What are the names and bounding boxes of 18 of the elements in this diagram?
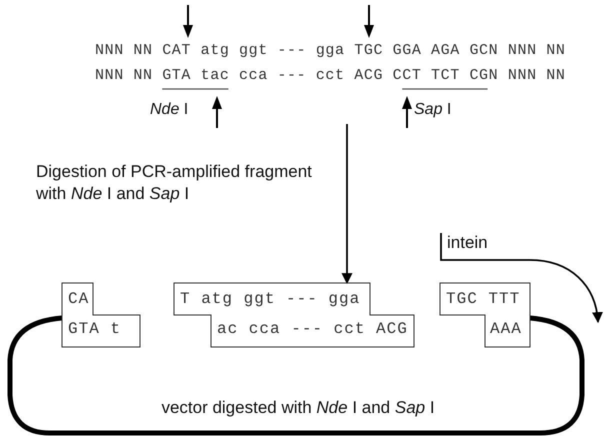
sequence-text: NNN NN CAT atg ggt --- gga TGC GGA AGA GCN NNN NN [95,41,566,61]
sequence-text: AAA [490,319,522,340]
region-label: intein [440,232,512,254]
dna-fragment [174,283,414,347]
enzyme-label: Sap I [414,100,452,120]
enzyme-label: Nde I [150,100,190,120]
dna-fragment [440,283,530,347]
arrow [440,233,602,324]
sequence-text: GTA t [68,319,122,340]
sequence-text: CA [68,289,90,310]
arrow [342,124,352,284]
sequence-text: T atg ggt --- gga [180,289,360,310]
sequence-text: NNN NN GTA tac cca --- cct ACG CCT TCT CGN NNN NN [95,66,566,86]
sequence-text: TGC TTT [446,289,520,310]
vector-label: vector digested with Nde I and Sap I [160,397,436,419]
sequence-text: ac cca --- cct ACG [217,319,408,340]
step-label: Digestion of PCR-amplified fragment with Nde I and Sap I [36,161,313,205]
dna-fragment [62,283,140,347]
